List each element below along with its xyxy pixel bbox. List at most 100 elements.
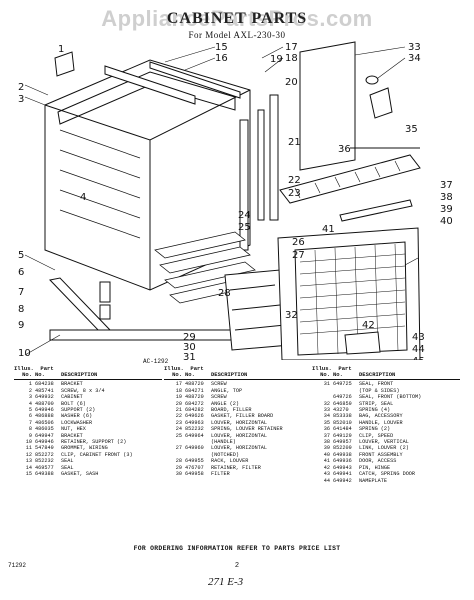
- part-description: CLIP, CABINET FRONT (3): [61, 451, 133, 458]
- callout-25: 25: [238, 222, 251, 233]
- part-description: SEAL, FRONT: [359, 381, 394, 388]
- callout-40: 40: [440, 216, 453, 227]
- illus-number: 12: [25, 451, 32, 458]
- callout-10: 10: [18, 348, 31, 359]
- illus-number: 43: [323, 471, 330, 478]
- illus-number: 34: [323, 413, 330, 420]
- illus-number: 2: [28, 387, 32, 394]
- part-number: 649960: [185, 445, 204, 452]
- part-number: 684238: [35, 381, 54, 388]
- callout-22: 22: [288, 175, 301, 186]
- part-description: HANDLE, LOUVER: [359, 419, 403, 426]
- doc-code: 71292: [8, 562, 27, 569]
- callout-4: 4: [80, 192, 86, 203]
- part-description: LINK, LOUVER (2): [359, 445, 409, 452]
- illus-number: 8: [28, 426, 32, 433]
- handwritten-note: 271 E-3: [208, 576, 244, 588]
- part-number: 649942: [333, 477, 352, 484]
- part-description: GASKET, FILLER BOARD: [211, 413, 274, 420]
- part-description: SUPPORT (2): [61, 407, 96, 414]
- callout-28: 28: [218, 288, 231, 299]
- callout-32: 32: [285, 310, 298, 321]
- callout-15: 15: [215, 42, 228, 53]
- illus-number: 10: [25, 439, 32, 446]
- part-number: 486888: [35, 413, 54, 420]
- illus-number: 30: [175, 471, 182, 478]
- illus-number: 33: [323, 407, 330, 414]
- part-description: (NOTCHED): [211, 451, 240, 458]
- illus-number: 35: [323, 419, 330, 426]
- illus-number: 31: [323, 381, 330, 388]
- part-number: 485741: [35, 387, 54, 394]
- part-description: CATCH, SPRING DOOR: [359, 471, 416, 478]
- part-description: (TOP & SIDES): [359, 387, 400, 394]
- ordering-footer: FOR ORDERING INFORMATION REFER TO PARTS …: [133, 545, 341, 552]
- callout-6: 6: [18, 267, 24, 278]
- part-description: LOUVER, VERTICAL: [359, 439, 409, 446]
- part-description: (HANDLE): [211, 439, 236, 446]
- illus-number: 41: [323, 458, 330, 465]
- callout-16: 16: [215, 53, 228, 64]
- callout-labels: 2 3 4 5 6 7 8 9 10 1 15 16 17 18 20 19 2…: [18, 42, 453, 360]
- part-description: ANGLE (2): [211, 400, 240, 407]
- part-description: SEAL: [61, 458, 74, 465]
- illus-number: 17: [175, 381, 182, 388]
- part-description: RACK, LOUVER: [211, 458, 249, 465]
- part-number: 649938: [333, 451, 352, 458]
- part-description: NUT, HEX: [61, 426, 86, 433]
- illus-number: 40: [323, 451, 330, 458]
- part-number: 852272: [35, 451, 54, 458]
- callout-5: 5: [18, 250, 24, 261]
- part-number: 649626: [185, 413, 204, 420]
- part-number: 649726: [333, 394, 352, 401]
- part-description: LOUVER, HORIZONTAL: [211, 432, 268, 439]
- part-number: 476707: [185, 464, 204, 471]
- illus-number: 25: [175, 432, 182, 439]
- illus-number: 27: [175, 445, 182, 452]
- exploded-parts-diagram: 2 3 4 5 6 7 8 9 10 1 15 16 17 18 20 19 2…: [18, 41, 453, 360]
- illus-number: 38: [323, 439, 330, 446]
- table-row: (NOTCHED): [164, 452, 312, 458]
- callout-8: 8: [18, 304, 24, 315]
- part-description: PIN, HINGE: [359, 464, 391, 471]
- part-number: 649947: [35, 432, 54, 439]
- part-description: BOARD, FILLER: [211, 407, 252, 414]
- model-subtitle: For Model AXL-230-30: [188, 30, 286, 40]
- filter-drawing: [224, 269, 291, 351]
- illus-number: 7: [28, 419, 32, 426]
- illus-number: 13: [25, 458, 32, 465]
- part-description: SCREW, 8 x 3/4: [61, 387, 105, 394]
- part-number: 43270: [333, 407, 349, 414]
- part-description: CLIP, SPEED: [359, 432, 394, 439]
- callout-21: 21: [288, 137, 301, 148]
- illus-number: 14: [25, 464, 32, 471]
- part-description: BRACKET: [61, 381, 83, 388]
- illus-number: 37: [323, 432, 330, 439]
- part-number: 469577: [35, 464, 54, 471]
